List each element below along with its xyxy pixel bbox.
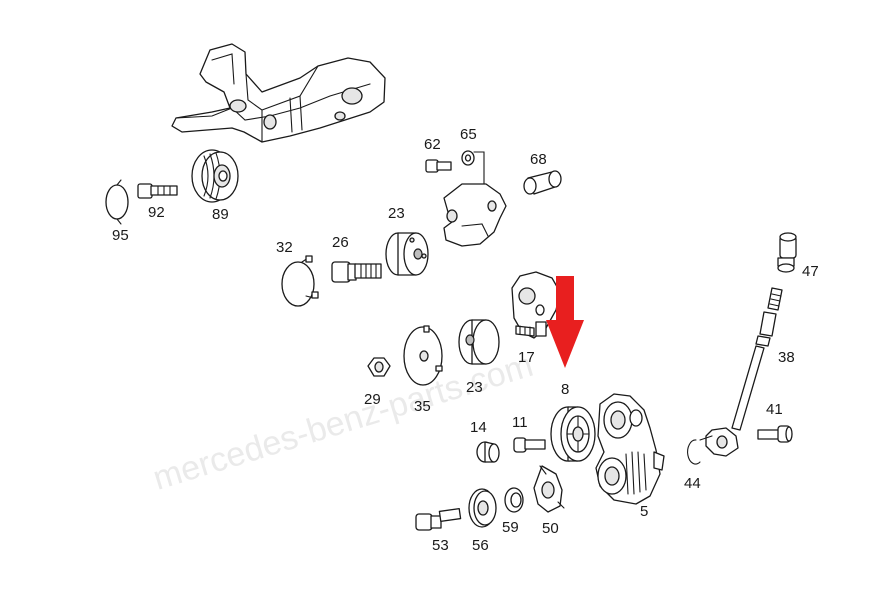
part-29-nut[interactable] [367, 357, 391, 377]
part-62-bolt[interactable] [425, 159, 452, 173]
label-62: 62 [424, 136, 441, 153]
label-5: 5 [640, 503, 648, 520]
label-26: 26 [332, 234, 349, 251]
label-23-lower: 23 [466, 379, 483, 396]
label-65: 65 [460, 126, 477, 143]
label-47: 47 [802, 263, 819, 280]
part-35-cover-disc[interactable] [403, 325, 443, 386]
part-59-seal[interactable] [504, 487, 524, 513]
label-50: 50 [542, 520, 559, 537]
label-44: 44 [684, 475, 701, 492]
label-41: 41 [766, 401, 783, 418]
part-47-cap[interactable] [777, 232, 797, 273]
label-32: 32 [276, 239, 293, 256]
part-53-bolt[interactable] [415, 508, 462, 531]
label-8: 8 [561, 381, 569, 398]
part-32-cap[interactable] [281, 255, 319, 307]
red-down-arrow-icon [546, 276, 584, 368]
part-50-retainer[interactable] [533, 465, 565, 513]
part-41-bolt[interactable] [757, 425, 793, 443]
part-23-roller-lower[interactable] [458, 319, 500, 365]
label-23-upper: 23 [388, 205, 405, 222]
label-92: 92 [148, 204, 165, 221]
label-53: 53 [432, 537, 449, 554]
label-17: 17 [518, 349, 535, 366]
part-14-plug[interactable] [476, 441, 500, 463]
part-5-tensioner-body[interactable] [595, 393, 665, 505]
part-38-adjusting-rod[interactable] [699, 287, 783, 457]
part-23-roller-upper[interactable] [385, 232, 429, 276]
part-65-washer[interactable] [461, 150, 475, 166]
tensioner-carrier-plate[interactable] [443, 183, 507, 247]
part-56-washer[interactable] [468, 488, 497, 528]
label-14: 14 [470, 419, 487, 436]
label-59: 59 [502, 519, 519, 536]
part-26-bolt[interactable] [331, 261, 382, 283]
part-11-bolt[interactable] [513, 437, 546, 453]
label-89: 89 [212, 206, 229, 223]
label-11: 11 [512, 414, 528, 431]
label-95: 95 [112, 227, 129, 244]
label-29: 29 [364, 391, 381, 408]
label-38: 38 [778, 349, 795, 366]
engine-bracket[interactable] [171, 43, 386, 143]
part-95-cap[interactable] [105, 179, 129, 225]
part-68-sleeve[interactable] [523, 170, 562, 195]
part-8-pulley[interactable] [550, 406, 596, 462]
label-56: 56 [472, 537, 489, 554]
label-68: 68 [530, 151, 547, 168]
part-92-bolt[interactable] [137, 183, 178, 199]
part-44-circlip[interactable] [687, 439, 701, 465]
part-89-pulley[interactable] [191, 149, 239, 203]
label-35: 35 [414, 398, 431, 415]
